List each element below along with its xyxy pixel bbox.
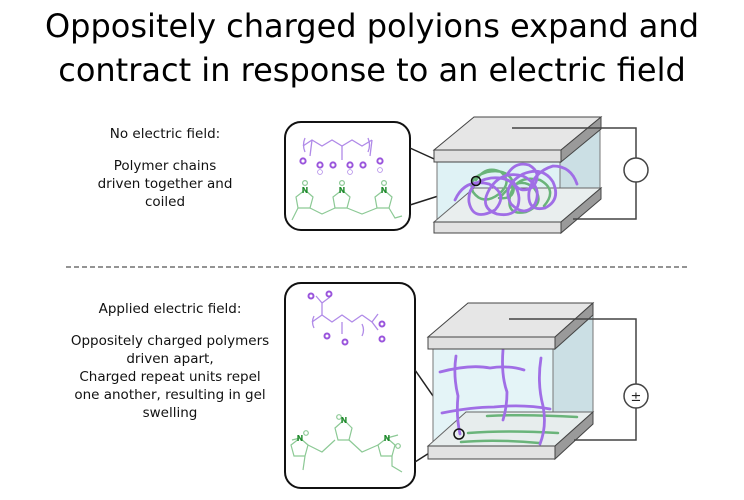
nitrogen-labels: N N N	[302, 186, 388, 195]
title-line-1: Oppositely charged polyions expand and	[44, 7, 699, 45]
polyanion-structure	[302, 137, 373, 160]
plus-minus-symbol: ±	[631, 390, 642, 405]
applied-field-line: one another, resulting in gel	[74, 387, 266, 403]
slide-title: Oppositely charged polyions expand and c…	[0, 4, 744, 92]
molecule-inset-applied-field	[284, 282, 416, 489]
no-field-line: Polymer chains	[113, 158, 217, 174]
nitrogen-label: N	[339, 186, 346, 195]
nitrogen-label: N	[384, 434, 391, 443]
electrode-cell-applied-field	[426, 301, 595, 461]
polycation-structure-expanded	[290, 414, 403, 473]
title-line-2: contract in response to an electric fiel…	[58, 51, 686, 89]
bottom-plate-front	[433, 221, 562, 234]
nitrogen-label: N	[302, 186, 309, 195]
circuit-applied-field	[509, 318, 649, 441]
polycation-structure	[291, 180, 403, 221]
bottom-plate-side	[554, 410, 594, 461]
nitrogen-label: N	[381, 186, 388, 195]
no-field-caption: No electric field: Polymer chains driven…	[90, 125, 240, 211]
expanded-polymers	[438, 348, 579, 446]
molecule-inset-no-field	[284, 121, 411, 231]
circuit-no-field	[512, 127, 649, 220]
carboxylate-oxygens	[299, 157, 384, 169]
no-field-line: coiled	[144, 194, 186, 210]
electrode-cell-no-field	[432, 115, 603, 235]
circle-source-icon	[623, 157, 649, 183]
applied-field-line: swelling	[142, 405, 198, 421]
nitrogen-label: N	[341, 416, 348, 425]
top-plate-front	[433, 149, 562, 163]
zoom-marker	[453, 428, 465, 440]
plus-minus-source-icon	[623, 383, 649, 409]
coiled-polymers	[453, 162, 579, 217]
polyanion-structure-expanded	[311, 295, 379, 337]
nitrogen-label: N	[297, 434, 304, 443]
applied-field-caption: Applied electric field: Oppositely charg…	[52, 300, 288, 422]
carboxylate-oxygens-expanded	[307, 290, 386, 346]
applied-field-line: Charged repeat units repel	[79, 369, 261, 385]
no-field-heading: No electric field:	[109, 126, 221, 142]
anion-charges	[317, 167, 383, 175]
applied-field-line: Oppositely charged polymers	[70, 333, 270, 349]
bottom-plate-front	[427, 445, 556, 460]
top-plate-front	[427, 336, 556, 350]
bottom-plate-side	[560, 186, 602, 235]
no-field-line: driven together and	[97, 176, 233, 192]
applied-field-heading: Applied electric field:	[98, 301, 242, 317]
top-plate-side	[554, 301, 594, 351]
nitrogen-labels-expanded: N N N	[297, 416, 391, 443]
zoom-marker	[470, 175, 482, 187]
applied-field-line: driven apart,	[126, 351, 214, 367]
